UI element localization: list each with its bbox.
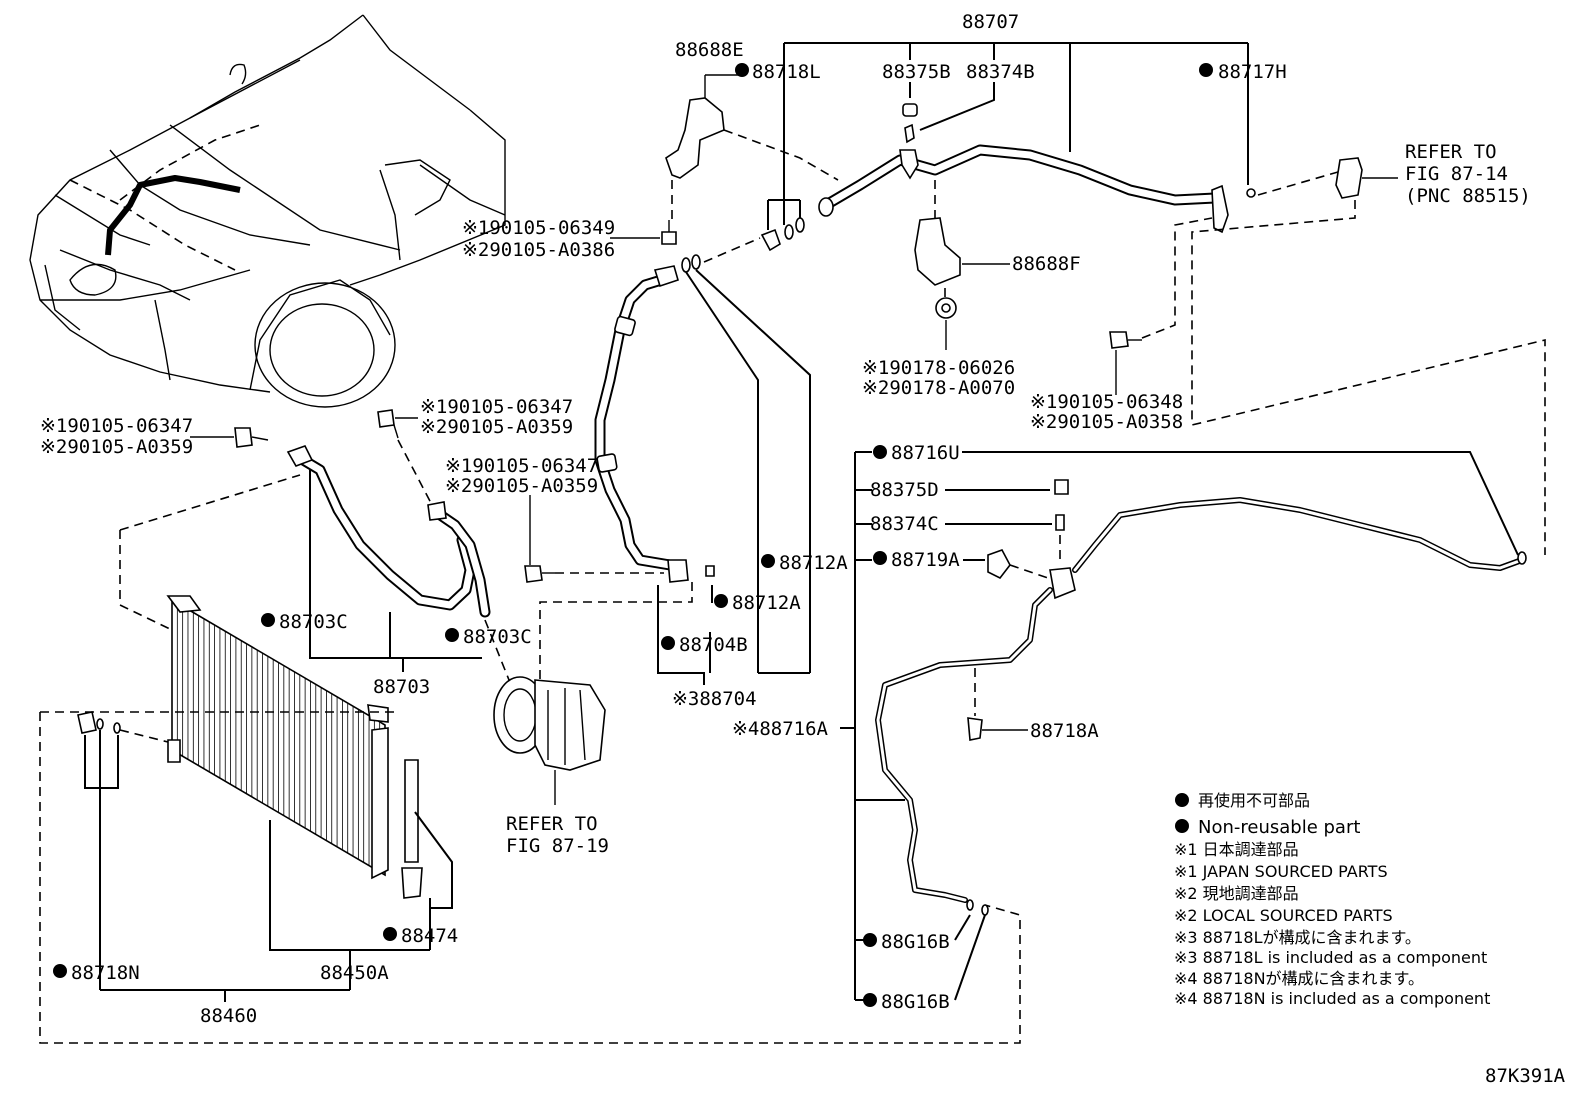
label-88717H: 88717H [1218,61,1287,83]
non-reusable-mark [1199,63,1213,77]
label-88688E: 88688E [675,39,744,61]
label-88460: 88460 [200,1005,257,1027]
label-88707: 88707 [962,11,1019,33]
legend-line-8: ※3 88718L is included as a component [1174,948,1487,967]
label-88716U: 88716U [891,442,960,464]
label-nut-290178-A0070: ※290178-A0070 [862,377,1015,399]
label-bolt-190105-06348: ※190105-06348 [1030,391,1183,413]
label-refer-87-14-line2: FIG 87-14 [1405,163,1508,185]
legend-line-5: ※2 現地調達部品 [1174,884,1299,903]
label-88G16B-b: 88G16B [881,991,950,1013]
label-bolt-290105-A0359-a: ※290105-A0359 [40,436,193,458]
expansion-valve-ref [1191,157,1546,555]
label-88703C-a: 88703C [279,611,348,633]
label-88718A: 88718A [1030,720,1099,742]
condenser-88450A [119,474,453,990]
bolt-190105-06349 [610,220,677,245]
label-88G16B-a: 88G16B [881,931,950,953]
label-refer-87-19-line1: REFER TO [506,813,598,835]
suction-pipe-88707 [818,103,1256,234]
label-88719A: 88719A [891,549,960,571]
label-88718N: 88718N [71,962,140,984]
legend-line-4: ※1 JAPAN SOURCED PARTS [1174,862,1388,881]
non-reusable-mark [383,927,397,941]
non-reusable-mark [873,445,887,459]
legend-dot [1175,819,1189,833]
legend-line-9: ※4 88718Nが構成に含まれます。 [1174,969,1424,988]
bolt-190105-06348 [1109,217,1213,395]
legend-line-2: Non-reusable part [1198,817,1360,838]
non-reusable-mark [735,63,749,77]
label-88712A-a: 88712A [779,552,848,574]
non-reusable-mark [863,933,877,947]
label-88688F: 88688F [1012,253,1081,275]
label-bolt-190105-06347-c: ※190105-06347 [445,455,598,477]
liquid-pipes-88703 [190,409,526,721]
figure-code: 87K391A [1485,1065,1566,1087]
legend-line-3: ※1 日本調達部品 [1174,840,1299,859]
label-nut-190178-06026: ※190178-06026 [862,357,1015,379]
legend-line-6: ※2 LOCAL SOURCED PARTS [1174,906,1393,925]
legend-line-7: ※3 88718Lが構成に含まれます。 [1174,928,1421,947]
label-88474: 88474 [401,925,458,947]
non-reusable-mark [53,964,67,978]
label-88716A: ※488716A [732,718,829,740]
label-bolt-190105-06349: ※190105-06349 [462,217,615,239]
compressor-ref [493,676,606,805]
legend-line-10: ※4 88718N is included as a component [1174,989,1490,1008]
non-reusable-mark [761,554,775,568]
label-bolt-290105-A0358: ※290105-A0358 [1030,411,1183,433]
label-88375D: 88375D [870,479,939,501]
label-bolt-290105-A0359-c: ※290105-A0359 [445,475,598,497]
bolt-190105-06347-c [524,495,555,583]
discharge-hose-88704 [539,237,811,700]
bracket-88688E [665,74,839,220]
non-reusable-mark [873,551,887,565]
liquid-pipe-88716A [840,451,1527,1001]
label-88704: ※388704 [672,688,757,710]
label-refer-87-14-line3: (PNC 88515) [1405,185,1531,207]
label-bolt-290105-A0386: ※290105-A0386 [462,239,615,261]
assembly-88707-leaders [767,42,1249,230]
label-88703C-b: 88703C [463,626,532,648]
label-88450A: 88450A [320,962,389,984]
bracket-88718N [39,711,1021,1044]
label-88374C: 88374C [870,513,939,535]
legend-dot [1175,793,1189,807]
label-refer-87-14-line1: REFER TO [1405,141,1497,163]
legend-line-1: 再使用不可部品 [1198,791,1310,810]
non-reusable-mark [661,636,675,650]
non-reusable-mark [863,993,877,1007]
label-88375B: 88375B [882,61,951,83]
label-88712A-b: 88712A [732,592,801,614]
label-bolt-190105-06347-a: ※190105-06347 [40,415,193,437]
bracket-88688F [914,180,1010,350]
label-88704B: 88704B [679,634,748,656]
label-bolt-190105-06347-b: ※190105-06347 [420,396,573,418]
non-reusable-mark [445,628,459,642]
label-88718L: 88718L [752,61,821,83]
o-rings-88718L [760,217,805,252]
non-reusable-mark [261,613,275,627]
legend: 再使用不可部品 Non-reusable part ※1 日本調達部品 ※1 J… [1174,791,1490,1008]
label-bolt-290105-A0359-b: ※290105-A0359 [420,416,573,438]
vehicle-location-sketch [29,14,506,408]
callout-labels: 88707 88688E 88718L 88375B 88374B 88717H… [40,11,1566,1087]
label-88374B: 88374B [966,61,1035,83]
label-88703: 88703 [373,676,430,698]
non-reusable-mark [714,594,728,608]
label-refer-87-19-line2: FIG 87-19 [506,835,609,857]
